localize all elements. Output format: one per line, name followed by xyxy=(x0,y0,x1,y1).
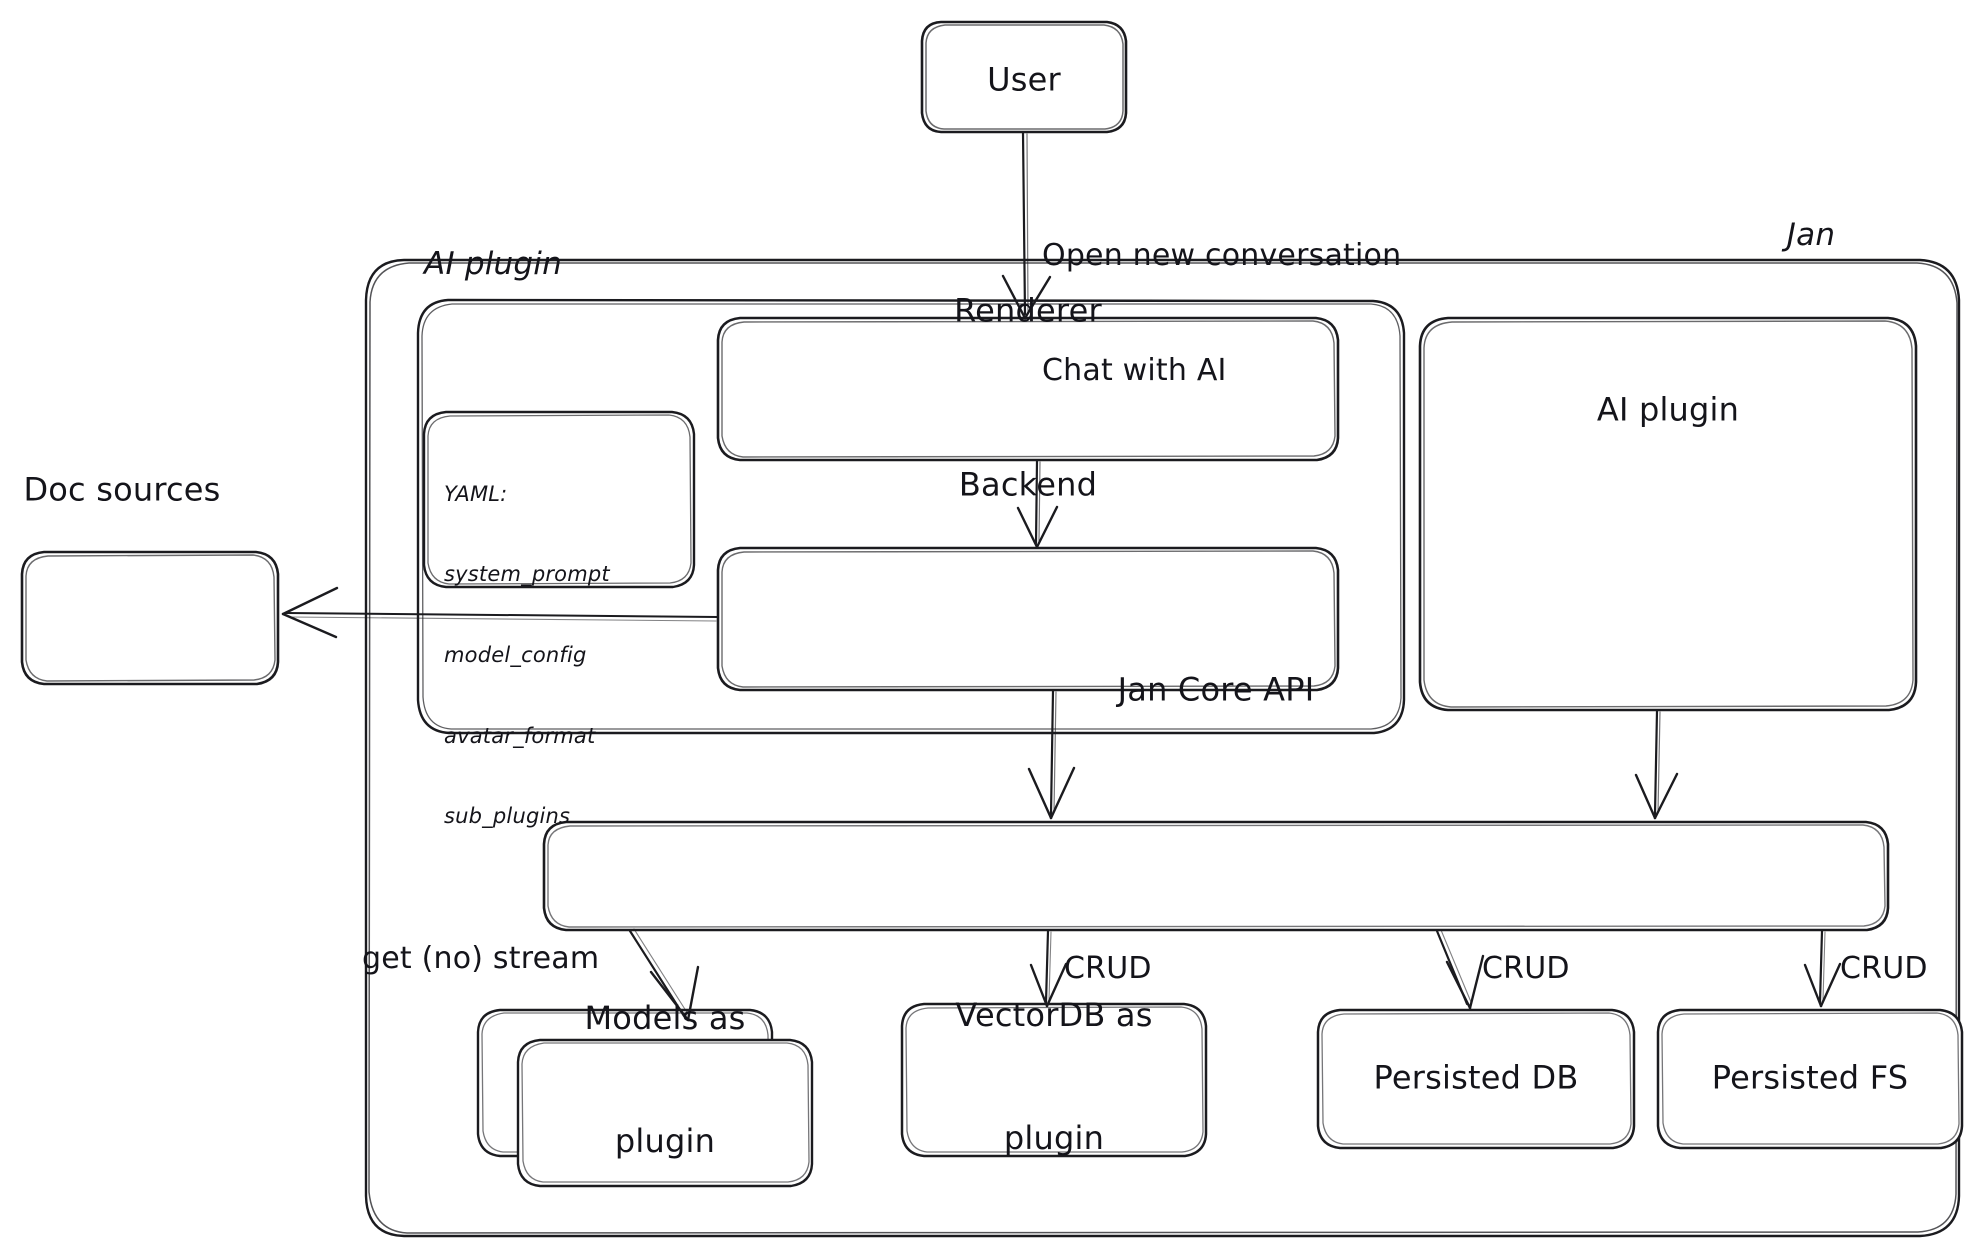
edge-core-to-models xyxy=(628,928,700,1022)
yaml-key-avatar-format: avatar_format xyxy=(444,723,596,748)
node-models-as-plugin-shape xyxy=(476,1008,814,1188)
node-persisted-fs-shape xyxy=(1656,1008,1964,1150)
container-jan-label: Jan xyxy=(1786,217,1836,254)
edge-label-user-to-renderer: Open new conversation Chat with AI xyxy=(1042,160,1401,467)
models-as-plugin-line2: plugin xyxy=(614,1121,716,1160)
edge-backend-to-core xyxy=(1027,689,1076,820)
edge-backend-to-doc-sources xyxy=(281,586,719,639)
node-models-as-plugin-label: Models as plugin xyxy=(584,916,745,1244)
edge-core-to-vectordb xyxy=(1029,929,1068,1008)
vectordb-as-plugin-line1: VectorDB as xyxy=(955,996,1153,1035)
edge-core-to-persisted-db xyxy=(1435,929,1485,1010)
edge-label-open-new-conversation: Open new conversation xyxy=(1042,237,1402,273)
container-ai-plugin-group-shape xyxy=(416,298,1406,735)
models-as-plugin-line1: Models as xyxy=(584,999,746,1038)
yaml-key-sub-plugins: sub_plugins xyxy=(444,804,571,829)
node-renderer-shape xyxy=(716,316,1340,462)
node-doc-sources-label: Doc sources xyxy=(23,470,221,509)
node-doc-sources-shape xyxy=(20,550,280,686)
node-ai-plugin-box-shape xyxy=(1418,316,1918,712)
edge-renderer-to-backend xyxy=(1016,459,1059,549)
edge-core-to-persisted-fs xyxy=(1803,929,1842,1008)
edge-ai-plugin-to-core xyxy=(1634,709,1679,820)
edge-label-crud-persisted-db: CRUD xyxy=(1482,951,1570,986)
vectordb-as-plugin-line2: plugin xyxy=(1003,1118,1105,1157)
node-persisted-fs-label: Persisted FS xyxy=(1711,1058,1909,1097)
node-user-label: User xyxy=(987,60,1061,99)
yaml-key-model-config: model_config xyxy=(444,643,587,667)
node-backend-shape xyxy=(716,546,1340,692)
node-vectordb-as-plugin-label: VectorDB as plugin xyxy=(955,913,1152,1241)
container-jan-shape xyxy=(364,258,1961,1238)
node-jan-core-api-shape xyxy=(542,820,1890,932)
yaml-key-system-prompt: system_prompt xyxy=(444,562,610,587)
yaml-card: YAML: system_prompt model_config avatar_… xyxy=(444,427,610,884)
container-ai-plugin-group-label: AI plugin xyxy=(424,246,562,283)
node-ai-plugin-box-label: AI plugin xyxy=(1596,390,1740,429)
edge-user-to-renderer xyxy=(1001,131,1052,320)
node-vectordb-as-plugin-shape xyxy=(900,1002,1208,1158)
node-persisted-db-shape xyxy=(1316,1008,1636,1150)
edge-label-crud-persisted-fs: CRUD xyxy=(1840,951,1928,986)
node-persisted-db-label: Persisted DB xyxy=(1373,1058,1579,1097)
edge-label-chat-with-ai: Chat with AI xyxy=(1042,352,1227,388)
node-backend-label: Backend xyxy=(958,465,1098,504)
node-renderer-label: Renderer xyxy=(954,291,1102,330)
yaml-card-shape xyxy=(422,410,696,589)
edge-label-get-no-stream: get (no) stream xyxy=(362,941,600,976)
node-jan-core-api-label: Jan Core API xyxy=(1117,670,1315,709)
node-user-shape xyxy=(920,20,1128,134)
yaml-heading: YAML: xyxy=(444,481,508,506)
edge-label-crud-vectordb: CRUD xyxy=(1064,951,1152,986)
